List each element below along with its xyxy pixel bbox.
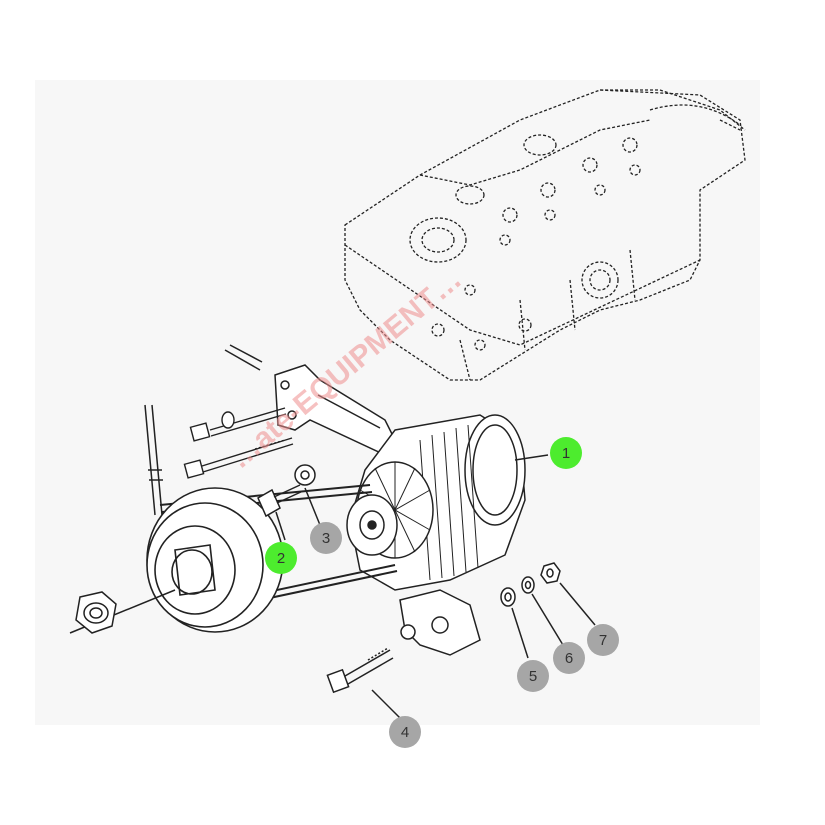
callout-4[interactable]: 4 <box>389 716 421 748</box>
callout-7-label: 7 <box>598 631 608 649</box>
part-2-bolt <box>257 484 304 541</box>
callout-2[interactable]: 2 <box>265 542 297 574</box>
callout-4-label: 4 <box>400 723 410 741</box>
part-4-bolt <box>326 647 401 719</box>
part-1-leader <box>514 454 549 461</box>
callout-6-label: 6 <box>564 649 574 667</box>
callout-5-label: 5 <box>528 667 538 685</box>
dipstick-rod <box>144 404 163 516</box>
callout-6[interactable]: 6 <box>553 642 585 674</box>
background-panel <box>35 80 760 725</box>
crankshaft-pulley <box>146 487 284 633</box>
callout-5[interactable]: 5 <box>517 660 549 692</box>
crank-nut <box>69 589 176 634</box>
part-5-washer <box>500 587 529 659</box>
callout-2-label: 2 <box>276 549 286 567</box>
callout-3-label: 3 <box>321 529 331 547</box>
callout-1-label: 1 <box>561 444 571 462</box>
callout-3[interactable]: 3 <box>310 522 342 554</box>
part-6-lock-washer <box>521 576 564 646</box>
upper-bolts <box>183 407 294 479</box>
callout-1[interactable]: 1 <box>550 437 582 469</box>
engine-cylinder-head <box>344 89 746 381</box>
part-7-nut <box>540 562 596 626</box>
part-3-washer <box>294 464 321 526</box>
alternator <box>346 414 526 656</box>
callout-7[interactable]: 7 <box>587 624 619 656</box>
